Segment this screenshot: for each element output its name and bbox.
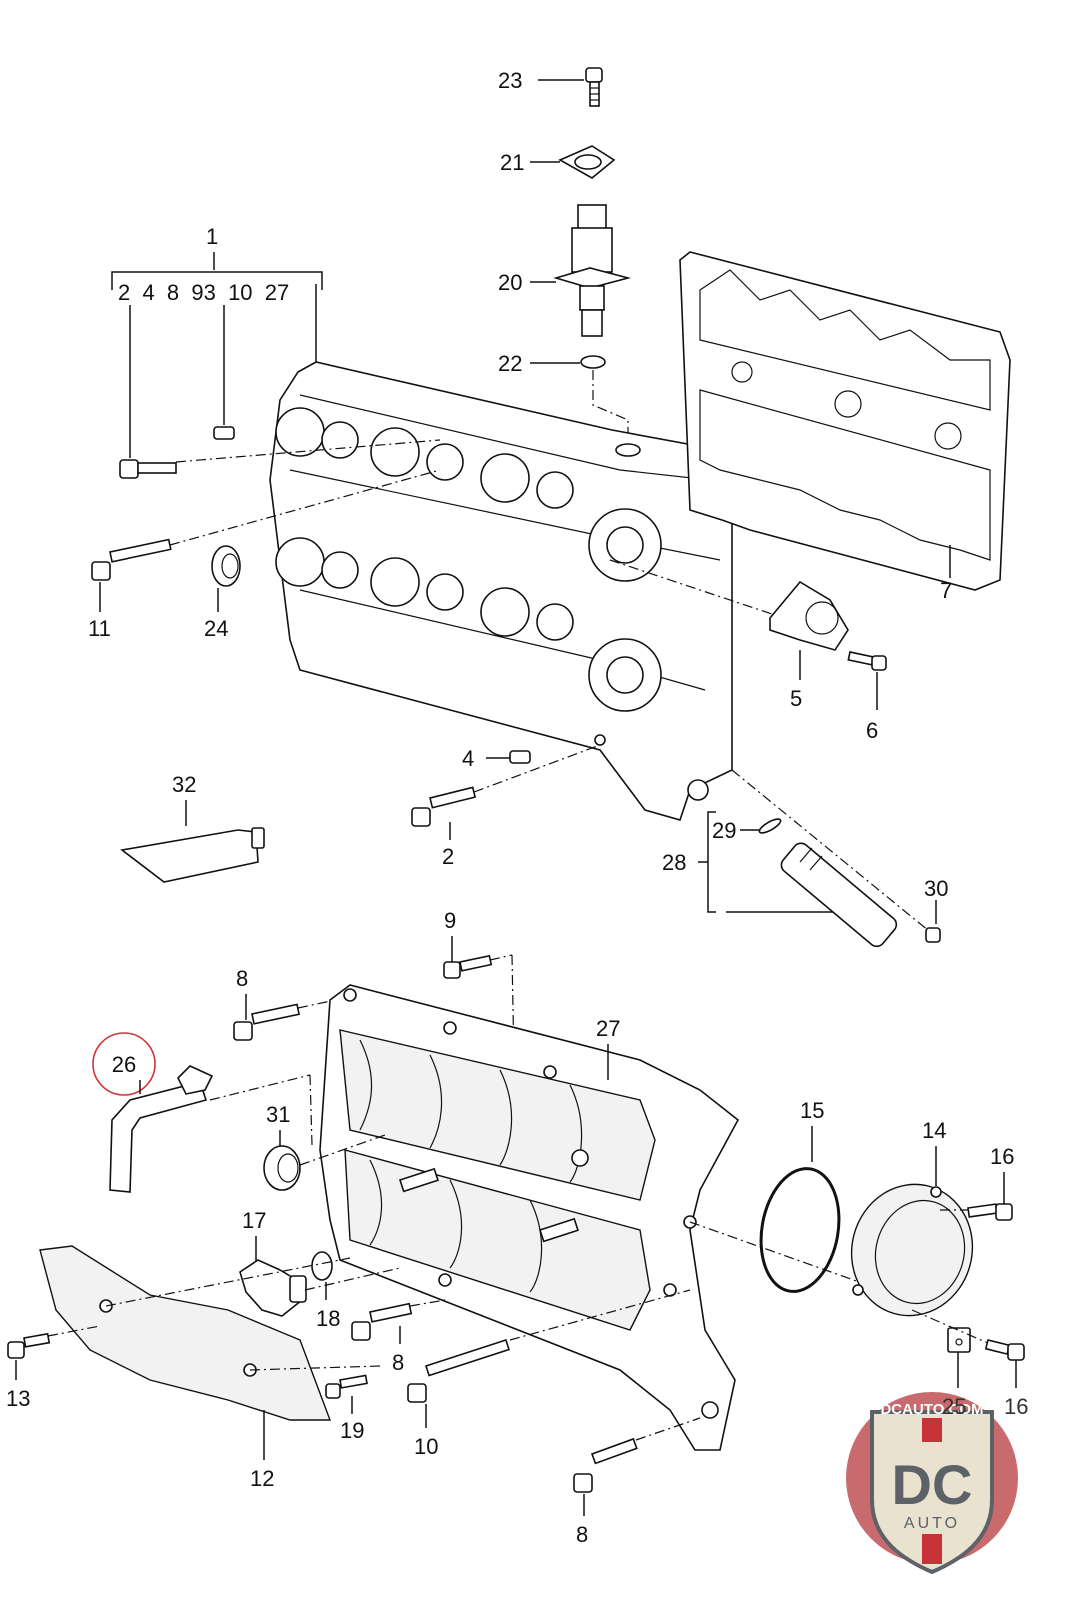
part-8-bolt-mid[interactable] — [351, 1302, 413, 1341]
part-30-bolt[interactable] — [925, 927, 941, 943]
highlight-circle-26 — [92, 1032, 156, 1096]
callout-1: 1 — [206, 224, 218, 249]
callout-8-mid: 8 — [392, 1350, 404, 1375]
part-20-solenoid-valve[interactable] — [553, 204, 632, 337]
part-29-o-ring[interactable] — [758, 817, 783, 836]
callout-29: 29 — [712, 818, 736, 843]
part-25-bracket[interactable] — [947, 1327, 971, 1353]
callout-10: 10 — [414, 1434, 438, 1459]
callout-23: 23 — [498, 68, 522, 93]
part-11-bolt[interactable] — [91, 538, 172, 581]
part-7-gasket[interactable] — [679, 251, 1011, 591]
part-6-bolt[interactable] — [847, 651, 887, 671]
part-21-flange[interactable] — [558, 145, 616, 179]
callout-16-lower: 16 — [1004, 1394, 1028, 1419]
watermark-site: DCAUTO.COM — [880, 1401, 983, 1418]
part-camshaft-carrier-upper[interactable] — [269, 361, 733, 821]
callout-24: 24 — [204, 616, 228, 641]
callout-7: 7 — [940, 578, 952, 603]
part-24-seal[interactable] — [211, 545, 241, 587]
part-8-bolt-upper[interactable] — [233, 1003, 301, 1041]
callout-28: 28 — [662, 850, 686, 875]
part-28-solenoid[interactable] — [778, 840, 899, 950]
part-2-bolt-lower[interactable] — [411, 786, 477, 827]
callout-27: 27 — [596, 1016, 620, 1041]
callout-6: 6 — [866, 718, 878, 743]
callout-9: 9 — [444, 908, 456, 933]
part-16-bolt-lower[interactable] — [984, 1339, 1025, 1361]
part-16-bolt-upper[interactable] — [967, 1203, 1013, 1221]
part-15-o-ring[interactable] — [752, 1162, 848, 1297]
part-9-bolt[interactable] — [443, 954, 493, 979]
part-22-o-ring[interactable] — [580, 355, 606, 369]
callout-19: 19 — [340, 1418, 364, 1443]
callout-20: 20 — [498, 270, 522, 295]
callout-17: 17 — [242, 1208, 266, 1233]
part-19-bolt[interactable] — [325, 1374, 368, 1399]
callout-5: 5 — [790, 686, 802, 711]
callout-13: 13 — [6, 1386, 30, 1411]
part-13-bolt[interactable] — [7, 1332, 51, 1359]
watermark-brand: DC — [892, 1453, 973, 1516]
watermark-logo: DCAUTO.COM DC AUTO — [846, 1392, 1018, 1575]
part-dowel-pin[interactable] — [213, 426, 235, 440]
callout-21: 21 — [500, 150, 524, 175]
watermark-sub: AUTO — [904, 1515, 960, 1532]
part-27-camshaft-carrier-lower[interactable] — [319, 984, 740, 1451]
callout-18: 18 — [316, 1306, 340, 1331]
callout-22: 22 — [498, 351, 522, 376]
callout-4: 4 — [462, 746, 474, 771]
callout-12: 12 — [250, 1466, 274, 1491]
callout-25: 25 — [942, 1394, 966, 1419]
part-10-bolt[interactable] — [407, 1339, 510, 1403]
callout-26: 26 — [112, 1052, 136, 1077]
callout-15: 15 — [800, 1098, 824, 1123]
part-12-heat-shield[interactable] — [39, 1245, 332, 1421]
callout-31: 31 — [266, 1102, 290, 1127]
part-26-bracket[interactable] — [109, 1065, 214, 1193]
part-31-seal[interactable] — [263, 1145, 301, 1191]
callout-32: 32 — [172, 772, 196, 797]
part-2-bolt-upper[interactable] — [119, 459, 177, 479]
callout-2: 2 — [442, 844, 454, 869]
part-14-cover[interactable] — [837, 1171, 987, 1330]
callout-8-lower: 8 — [576, 1522, 588, 1547]
callout-11: 11 — [88, 616, 111, 641]
callout-8: 8 — [236, 966, 248, 991]
part-32-sealant-tube[interactable] — [120, 827, 265, 883]
part-5-sensor-bracket[interactable] — [769, 580, 849, 651]
callout-14: 14 — [922, 1118, 946, 1143]
part-17-sensor[interactable] — [239, 1259, 307, 1317]
part-8-bolt-lower[interactable] — [573, 1437, 638, 1493]
part-18-o-ring[interactable] — [311, 1251, 333, 1281]
callout-30: 30 — [924, 876, 948, 901]
callout-1-components: 2 4 8 93 10 27 — [118, 280, 289, 305]
part-4-pin[interactable] — [509, 750, 531, 764]
part-23-bolt[interactable] — [585, 67, 603, 107]
callout-16-upper: 16 — [990, 1144, 1014, 1169]
